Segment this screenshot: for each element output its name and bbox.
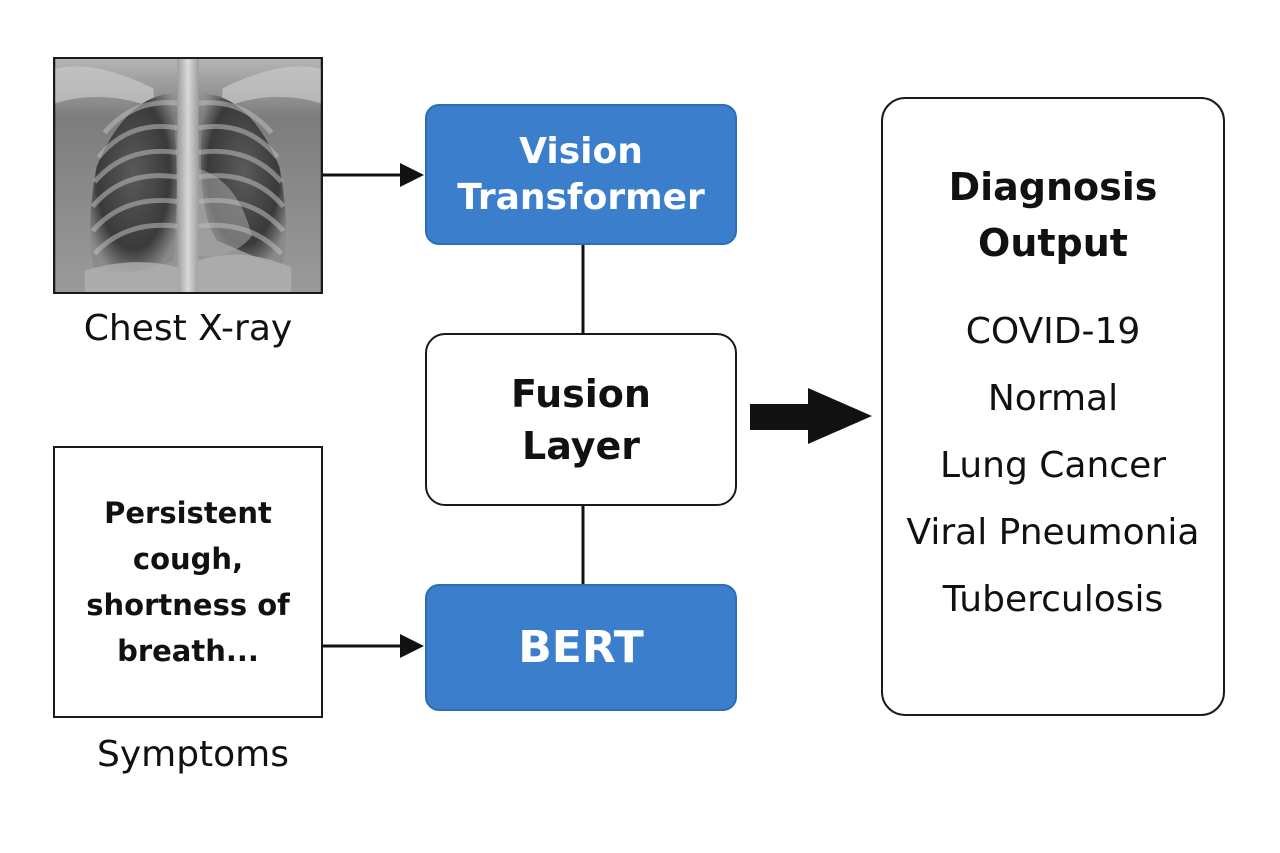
symptoms-text-box: Persistent cough, shortness of breath... (53, 446, 323, 718)
diagnosis-class-item: Lung Cancer (939, 445, 1167, 486)
fusion-layer-label: Fusion Layer (511, 371, 651, 468)
bert-block: BERT (425, 584, 737, 711)
symptoms-caption: Symptoms (96, 734, 290, 775)
vision-transformer-block: Vision Transformer (425, 104, 737, 245)
diagnosis-class-item: Normal (987, 378, 1119, 419)
bert-label: BERT (518, 622, 644, 673)
diagnosis-class-item: Viral Pneumonia (906, 512, 1200, 553)
vision-transformer-label: Vision Transformer (457, 130, 705, 218)
diagnosis-class-item: COVID-19 (965, 311, 1141, 352)
xray-caption: Chest X-ray (83, 308, 293, 349)
fusion-layer-block: Fusion Layer (425, 333, 737, 506)
diagnosis-output-title: Diagnosis Output (948, 165, 1158, 265)
symptoms-to-bert-arrowhead (400, 634, 424, 658)
chest-xray-image (53, 57, 323, 294)
symptoms-text: Persistent cough, shortness of breath... (86, 496, 290, 668)
diagnosis-class-list: COVID-19 Normal Lung Cancer Viral Pneumo… (883, 301, 1223, 636)
fusion-to-output-arrow (750, 388, 872, 444)
diagnosis-class-item: Tuberculosis (942, 579, 1164, 620)
xray-to-vit-arrowhead (400, 163, 424, 187)
diagnosis-output-panel: Diagnosis Output COVID-19 Normal Lung Ca… (881, 97, 1225, 716)
